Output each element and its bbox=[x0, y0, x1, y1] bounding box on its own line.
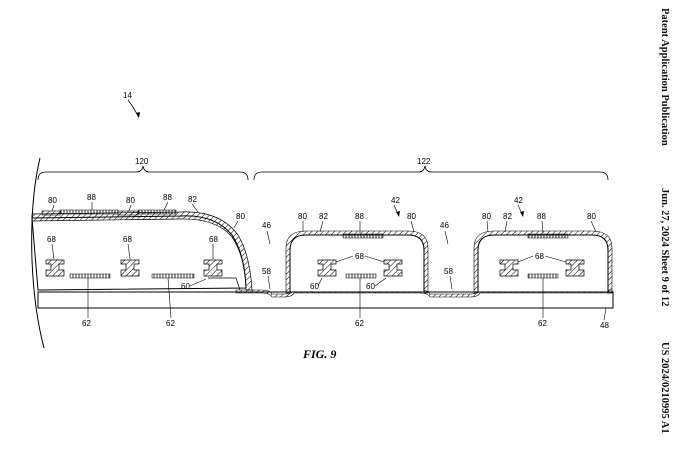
label-68: 68 bbox=[123, 235, 132, 244]
label-68: 68 bbox=[355, 252, 364, 261]
label-42: 42 bbox=[514, 196, 523, 205]
label-82: 82 bbox=[503, 212, 512, 221]
coating-mesa-1 bbox=[285, 230, 429, 294]
pad-80 bbox=[41, 210, 61, 216]
electrode-62 bbox=[527, 273, 559, 279]
label-62: 62 bbox=[166, 319, 175, 328]
label-120: 120 bbox=[135, 157, 149, 166]
label-68: 68 bbox=[47, 235, 56, 244]
label-46: 46 bbox=[262, 221, 271, 230]
label-80: 80 bbox=[48, 196, 57, 205]
trace-88 bbox=[137, 209, 177, 215]
label-58: 58 bbox=[444, 267, 453, 276]
label-60: 60 bbox=[310, 282, 319, 291]
label-60: 60 bbox=[366, 282, 375, 291]
label-68: 68 bbox=[535, 252, 544, 261]
label-88: 88 bbox=[87, 193, 96, 202]
label-60: 60 bbox=[181, 282, 190, 291]
brace-122 bbox=[253, 165, 609, 181]
label-88: 88 bbox=[163, 193, 172, 202]
label-80: 80 bbox=[236, 212, 245, 221]
label-88: 88 bbox=[537, 212, 546, 221]
die-68 bbox=[120, 259, 140, 277]
label-82: 82 bbox=[188, 195, 197, 204]
trace-88 bbox=[59, 209, 119, 215]
label-42: 42 bbox=[391, 196, 400, 205]
die-68 bbox=[45, 259, 65, 277]
arrowhead-14 bbox=[136, 112, 140, 118]
brace-120 bbox=[37, 165, 249, 181]
trace-88 bbox=[527, 233, 569, 239]
patent-figure-9: 14 120 122 80 88 80 88 82 80 bbox=[31, 91, 614, 361]
label-80: 80 bbox=[482, 212, 491, 221]
pad-80 bbox=[117, 210, 139, 216]
electrode-62 bbox=[345, 273, 377, 279]
label-14: 14 bbox=[123, 91, 132, 100]
patent-header: Patent Application Publication Jun. 27, … bbox=[654, 8, 670, 448]
trace-88 bbox=[342, 233, 384, 239]
label-80: 80 bbox=[587, 212, 596, 221]
encapsulant-120 bbox=[31, 215, 247, 291]
publication-number: US 2024/0210995 A1 bbox=[659, 342, 670, 434]
label-88: 88 bbox=[355, 212, 364, 221]
label-68: 68 bbox=[209, 235, 218, 244]
die-68 bbox=[317, 259, 337, 277]
electrode-62 bbox=[151, 273, 195, 279]
substrate-48 bbox=[37, 291, 614, 309]
label-58: 58 bbox=[262, 267, 271, 276]
label-80: 80 bbox=[126, 196, 135, 205]
label-122: 122 bbox=[417, 157, 431, 166]
label-80: 80 bbox=[298, 212, 307, 221]
header-text-rotated: Patent Application Publication Jun. 27, … bbox=[659, 8, 670, 434]
die-68 bbox=[499, 259, 519, 277]
label-62: 62 bbox=[355, 319, 364, 328]
die-68 bbox=[203, 259, 223, 277]
coating-120 bbox=[31, 211, 253, 291]
connector-60 bbox=[208, 277, 241, 291]
coating-mesa-2 bbox=[473, 230, 613, 294]
date-sheet: Jun. 27, 2024 Sheet 9 of 12 bbox=[659, 188, 670, 307]
die-68 bbox=[383, 259, 403, 277]
label-46: 46 bbox=[440, 221, 449, 230]
label-80: 80 bbox=[407, 212, 416, 221]
label-48: 48 bbox=[600, 321, 609, 330]
label-62: 62 bbox=[538, 319, 547, 328]
die-68 bbox=[565, 259, 585, 277]
break-line bbox=[31, 157, 45, 349]
electrode-62 bbox=[69, 273, 111, 279]
label-62: 62 bbox=[82, 319, 91, 328]
label-82: 82 bbox=[319, 212, 328, 221]
publication-type: Patent Application Publication bbox=[659, 8, 670, 146]
figure-caption: FIG. 9 bbox=[302, 347, 336, 361]
